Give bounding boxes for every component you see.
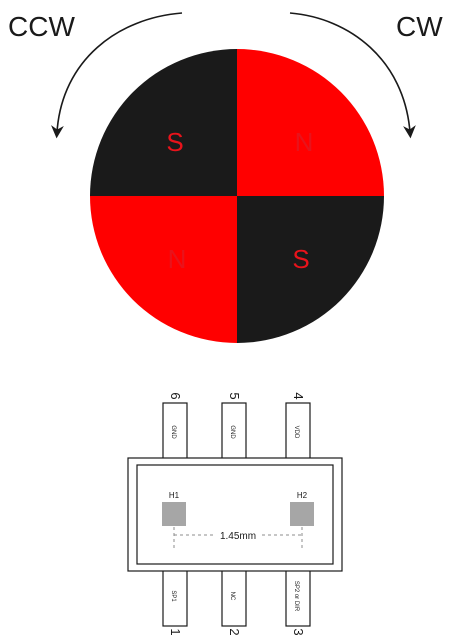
pin-number-2: 2 bbox=[227, 628, 242, 635]
magnet-disc bbox=[90, 49, 384, 343]
quadrant-top-right bbox=[237, 49, 384, 196]
pin-signal-5: GND bbox=[229, 425, 235, 439]
pin-signal-1: SP1 bbox=[170, 590, 176, 602]
pole-label-top-left: S bbox=[166, 127, 183, 157]
quadrant-top-left bbox=[90, 49, 237, 196]
pin-number-3: 3 bbox=[291, 628, 306, 635]
sensor-chip: 6 5 4 1 2 3 GND GND VDD SP1 NC SP2 or DI… bbox=[127, 392, 343, 636]
cw-arrow bbox=[289, 12, 416, 139]
pin-1 bbox=[162, 566, 188, 627]
sensor-label-h1: H1 bbox=[169, 491, 180, 500]
ccw-arrow bbox=[51, 12, 183, 139]
pin-signal-6: GND bbox=[170, 425, 176, 439]
pin-number-5: 5 bbox=[227, 392, 242, 399]
pin-number-6: 6 bbox=[168, 392, 183, 399]
pin-signal-2: NC bbox=[229, 592, 235, 601]
pin-number-4: 4 bbox=[291, 392, 306, 399]
quadrant-bottom-left bbox=[90, 196, 237, 343]
pin-signal-3: SP2 or DIR bbox=[293, 581, 299, 612]
pole-label-bottom-right: S bbox=[292, 244, 309, 274]
hall-sensor-h1 bbox=[162, 502, 186, 526]
quadrant-bottom-right bbox=[237, 196, 384, 343]
pin-5 bbox=[221, 402, 247, 463]
pin-6 bbox=[162, 402, 188, 463]
pin-3 bbox=[285, 566, 311, 627]
hall-sensor-h2 bbox=[290, 502, 314, 526]
cw-label: CW bbox=[396, 11, 443, 42]
dimension-label: 1.45mm bbox=[220, 531, 256, 542]
pin-signal-4: VDD bbox=[293, 426, 299, 439]
sensor-label-h2: H2 bbox=[297, 491, 308, 500]
pole-label-bottom-left: N bbox=[168, 244, 187, 274]
pole-label-top-right: N bbox=[295, 127, 314, 157]
pin-number-1: 1 bbox=[168, 628, 183, 635]
pin-4 bbox=[285, 402, 311, 463]
ccw-label: CCW bbox=[8, 11, 75, 42]
